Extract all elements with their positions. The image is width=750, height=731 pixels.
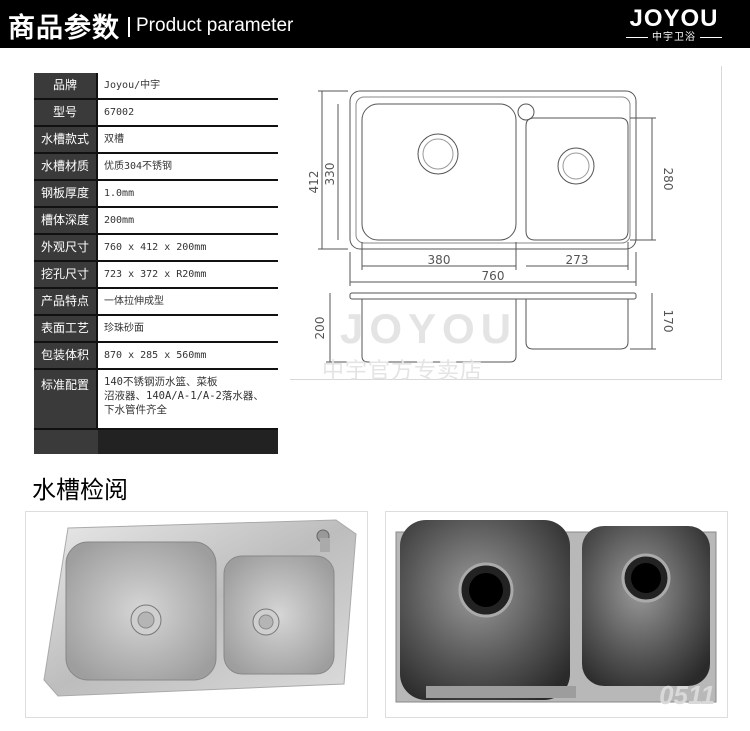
spec-key: 包装体积: [34, 343, 96, 368]
spec-value: 珍珠砂面: [98, 316, 278, 341]
sink-underside-image: [395, 520, 717, 703]
dim-label-280: 280: [661, 168, 675, 191]
spec-value: 760 x 412 x 200mm: [98, 235, 278, 260]
logo-word: JOYOU: [629, 5, 719, 32]
spec-value: 723 x 372 x R20mm: [98, 262, 278, 287]
spec-value: 优质304不锈钢: [98, 154, 278, 179]
spec-value: 140不锈钢沥水篮、菜板 沼液器、140A/A-1/A-2落水器、 下水管件齐全: [98, 370, 278, 428]
spec-value: 双槽: [98, 127, 278, 152]
photo-watermark: 0511: [659, 680, 715, 710]
dimension-diagram-frame: [290, 66, 722, 380]
dim-label-273: 273: [566, 253, 589, 267]
spec-config-line: 沼液器、140A/A-1/A-2落水器、: [104, 390, 264, 402]
spec-row-standard-config: 标准配置 140不锈钢沥水篮、菜板 沼液器、140A/A-1/A-2落水器、 下…: [34, 370, 278, 428]
spec-key: 型号: [34, 100, 96, 125]
spec-table: 品牌 Joyou/中宇 型号 67002 水槽款式 双槽 水槽材质 优质304不…: [34, 73, 278, 454]
watermark-store: 中宇官方专卖店: [322, 359, 484, 384]
spec-key: 水槽款式: [34, 127, 96, 152]
spec-table-footer: [34, 430, 278, 454]
sink-top-view-image: [43, 519, 357, 697]
sink-photo-top-view: [25, 511, 368, 718]
brand-logo: JOYOU 中宇卫浴: [616, 6, 732, 44]
header-bar: 商品参数 Product parameter JOYOU 中宇卫浴: [0, 0, 750, 48]
spec-value: 一体拉伸成型: [98, 289, 278, 314]
spec-key: 表面工艺: [34, 316, 96, 341]
dim-label-412: 412: [307, 171, 321, 194]
spec-key: 品牌: [34, 73, 96, 98]
spec-key: 钢板厚度: [34, 181, 96, 206]
spec-value: 1.0mm: [98, 181, 278, 206]
section-title: 水槽检阅: [32, 476, 128, 504]
dim-label-330: 330: [323, 163, 337, 186]
spec-key: 槽体深度: [34, 208, 96, 233]
sink-dimension-drawing: 412 330 280 380 273 760 200 170: [307, 90, 675, 363]
spec-key: 外观尺寸: [34, 235, 96, 260]
spec-value: 67002: [98, 100, 278, 125]
spec-key: 挖孔尺寸: [34, 262, 96, 287]
header-separator: [128, 17, 130, 37]
spec-key: 产品特点: [34, 289, 96, 314]
header-title-cn: 商品参数: [8, 13, 120, 44]
dim-label-760: 760: [482, 269, 505, 283]
watermark-logo: JOYOU: [340, 305, 518, 352]
spec-config-line: 140不锈钢沥水篮、菜板: [104, 376, 218, 388]
dim-label-200: 200: [313, 317, 327, 340]
spec-value: 870 x 285 x 560mm: [98, 343, 278, 368]
sink-photo-underside: 0511: [385, 511, 728, 718]
header-title-en: Product parameter: [136, 15, 294, 36]
spec-value: Joyou/中宇: [98, 73, 278, 98]
spec-key: 水槽材质: [34, 154, 96, 179]
logo-subtitle: 中宇卫浴: [616, 32, 732, 44]
spec-key: 标准配置: [34, 370, 96, 428]
spec-config-line: 下水管件齐全: [104, 404, 167, 416]
dim-label-380: 380: [428, 253, 451, 267]
spec-value: 200mm: [98, 208, 278, 233]
dim-label-170: 170: [661, 310, 675, 333]
